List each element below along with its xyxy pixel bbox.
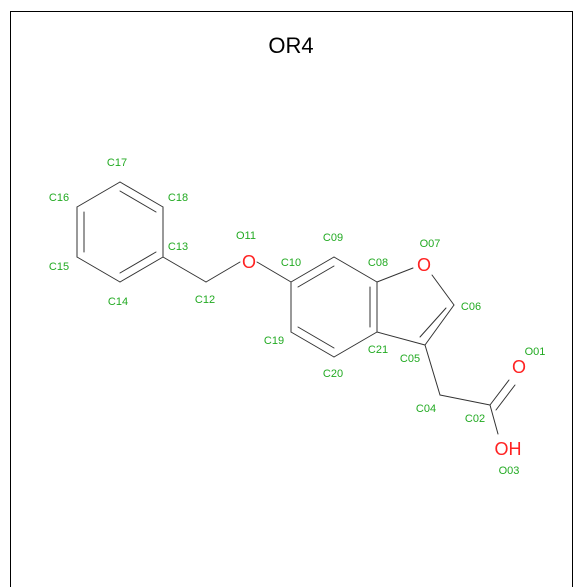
bond-o11-c10 [256,261,292,283]
bond-c13-c12 [162,256,207,283]
atom-label-c13: C13 [168,241,188,253]
bond-c08-o07 [376,267,414,283]
atom-label-c20: C20 [323,368,343,380]
ether-oxygen-symbol: O [242,252,256,272]
bond-c17-c18-inner [119,190,157,213]
carbonyl-oxygen-symbol: O [512,357,526,377]
bond-c06-c05-inner [419,307,447,338]
bond-c02-o01-double [495,384,516,411]
bond-c10-c09 [290,256,335,283]
bond-c04-c02 [439,394,491,406]
bond-c20-c19 [290,331,335,358]
bond-c20-c19-inner [297,326,335,349]
hydroxyl-symbol: OH [495,439,522,459]
bonds [76,181,516,435]
bond-c02-o03 [489,404,499,435]
atom-label-c18: C18 [168,192,188,204]
ring-oxygen-symbol: O [417,255,431,275]
atom-label-o11: O11 [236,230,256,242]
atom-label-o03: O03 [499,465,520,477]
bond-c14-c15 [76,256,121,283]
atom-label-c12: C12 [195,294,215,306]
molecule-title: OR4 [268,33,313,58]
bond-c16-c17 [76,181,121,208]
atom-label-c17: C17 [107,157,127,169]
atom-label-c08: C08 [368,257,388,269]
bond-c05-c04 [424,344,441,396]
atom-label-c16: C16 [49,192,69,204]
bond-c13-c14-inner [119,251,157,274]
atom-label-o01: O01 [525,346,546,358]
atom-label-c04: C04 [416,403,436,415]
atom-labels: C17 C18 C16 C13 C15 C14 C12 O11 C09 C10 … [49,157,545,477]
atom-label-o07: O07 [420,238,441,250]
atom-label-c21: C21 [368,344,388,356]
atom-label-c10: C10 [281,257,301,269]
bond-c21-c20 [333,331,378,358]
atom-label-c19: C19 [264,335,284,347]
bond-c02-o01 [489,379,510,406]
bond-c05-c21 [376,331,426,346]
bond-o07-c06 [431,274,455,306]
bond-c17-c18 [119,181,164,208]
atom-label-c14: C14 [108,296,128,308]
bond-c13-c14 [119,256,164,283]
atom-label-c09: C09 [323,232,343,244]
atom-label-c06: C06 [461,301,481,313]
bond-c12-o11 [205,261,241,283]
bond-c09-c08 [333,256,378,283]
bond-c10-c09-inner [297,265,335,288]
atom-label-c02: C02 [465,413,485,425]
heteroatom-symbols: O O O OH [242,252,526,459]
atom-label-c15: C15 [49,261,69,273]
bond-c06-c05 [424,304,455,346]
atom-label-c05: C05 [400,353,420,365]
